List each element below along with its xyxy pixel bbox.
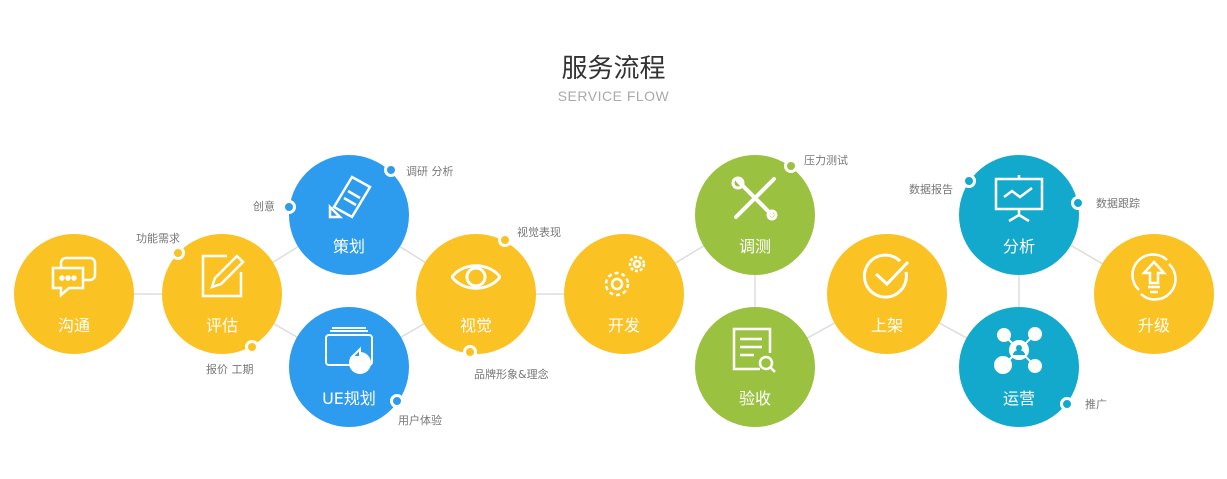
step-debug-test[interactable]: 调测 bbox=[695, 155, 815, 275]
note-tracking: 数据跟踪 bbox=[1096, 197, 1140, 210]
network-user-icon bbox=[994, 327, 1042, 374]
step-label: 调测 bbox=[738, 237, 771, 256]
step-ue-plan[interactable]: UE规划 bbox=[289, 307, 409, 427]
step-operation[interactable]: 运营 bbox=[959, 307, 1079, 427]
document-ruler-icon bbox=[328, 175, 372, 219]
page-subtitle: SERVICE FLOW bbox=[557, 88, 670, 104]
note-dot bbox=[498, 233, 512, 247]
chat-bubbles-icon bbox=[51, 256, 97, 298]
step-acceptance[interactable]: 验收 bbox=[695, 307, 815, 427]
pie-chart-screen-icon bbox=[325, 327, 373, 374]
step-label: 评估 bbox=[205, 316, 238, 335]
note-stress: 压力测试 bbox=[804, 154, 848, 167]
note-dot bbox=[390, 394, 404, 408]
note-research: 调研 分析 bbox=[406, 165, 454, 178]
pencil-edit-icon bbox=[201, 254, 245, 298]
note-dot bbox=[1060, 397, 1074, 411]
step-label: 升级 bbox=[1137, 316, 1170, 335]
note-visual: 视觉表现 bbox=[517, 226, 561, 239]
note-dot bbox=[384, 163, 398, 177]
step-label: 策划 bbox=[332, 237, 365, 256]
step-label: 沟通 bbox=[57, 316, 90, 335]
note-idea: 创意 bbox=[253, 200, 275, 213]
step-label: 上架 bbox=[870, 316, 903, 335]
note-report: 数据报告 bbox=[909, 183, 953, 196]
document-search-icon bbox=[732, 327, 776, 373]
note-ux: 用户体验 bbox=[398, 414, 442, 427]
note-dot bbox=[784, 159, 798, 173]
step-label: 验收 bbox=[738, 389, 771, 408]
note-requirements: 功能需求 bbox=[136, 232, 180, 245]
presentation-chart-icon bbox=[994, 175, 1044, 223]
note-promotion: 推广 bbox=[1085, 398, 1107, 411]
step-label: 分析 bbox=[1002, 237, 1035, 256]
note-dot bbox=[962, 174, 976, 188]
step-label: 视觉 bbox=[459, 316, 492, 335]
eye-icon bbox=[451, 264, 501, 290]
step-launch[interactable]: 上架 bbox=[827, 234, 947, 354]
step-communicate[interactable]: 沟通 bbox=[14, 234, 134, 354]
step-upgrade[interactable]: 升级 bbox=[1094, 234, 1214, 354]
step-label: UE规划 bbox=[322, 389, 376, 408]
note-brand: 品牌形象&理念 bbox=[474, 368, 549, 381]
note-dot bbox=[282, 200, 296, 214]
note-dot bbox=[245, 340, 259, 354]
step-label: 开发 bbox=[607, 316, 640, 335]
step-analysis[interactable]: 分析 bbox=[959, 155, 1079, 275]
check-circle-icon bbox=[862, 253, 910, 299]
wrench-screwdriver-icon bbox=[731, 176, 778, 221]
note-quote: 报价 工期 bbox=[206, 363, 254, 376]
note-dot bbox=[171, 246, 185, 260]
step-develop[interactable]: 开发 bbox=[564, 234, 684, 354]
step-label: 运营 bbox=[1002, 389, 1035, 408]
upgrade-arrow-icon bbox=[1131, 253, 1177, 301]
note-dot bbox=[463, 345, 477, 359]
step-visual[interactable]: 视觉 bbox=[416, 234, 536, 354]
gears-icon bbox=[604, 255, 646, 297]
page-title: 服务流程 bbox=[561, 54, 666, 84]
note-dot bbox=[1071, 196, 1085, 210]
